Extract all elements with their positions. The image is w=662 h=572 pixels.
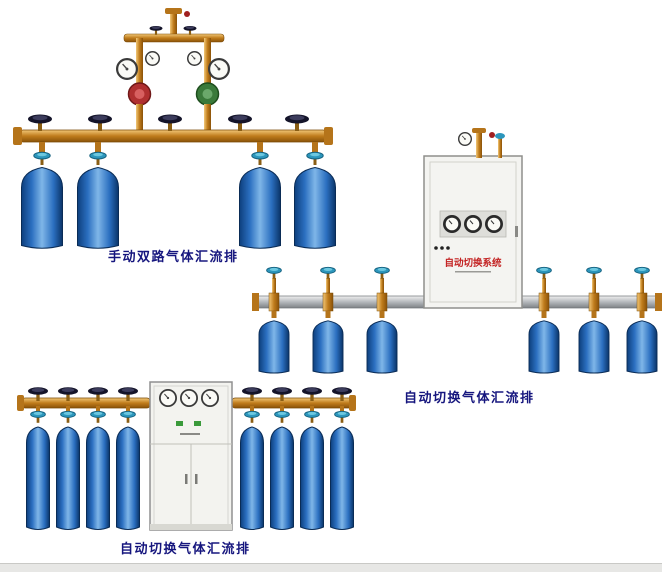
main-manifold-pipe	[13, 127, 333, 145]
cabinet-label: 自动切换系统	[444, 257, 502, 269]
left-regulator-assembly	[116, 38, 160, 132]
manual-dual-manifold-illustration	[13, 8, 337, 249]
panel-gauges	[159, 389, 219, 407]
valve-handwheel	[28, 114, 52, 131]
cylinder-valve	[244, 410, 260, 423]
gas-cylinder	[528, 320, 560, 374]
cabinet-door-handle	[515, 226, 518, 237]
gas-cylinder	[329, 426, 355, 531]
pressure-gauge	[187, 51, 202, 66]
product-caption-auto-switch-wall: 自动切换气体汇流排	[404, 391, 535, 406]
cylinder-valve	[495, 133, 505, 139]
cylinder-valve	[374, 266, 390, 279]
header-valve-wheel	[149, 25, 163, 35]
panel-label-line	[180, 433, 200, 435]
valve-handwheel	[88, 114, 112, 131]
header-pipe	[123, 33, 225, 43]
cylinder-valve	[120, 410, 136, 423]
cylinder-valve	[320, 266, 336, 279]
pressure-gauge	[208, 58, 230, 80]
gas-cylinder	[366, 320, 398, 374]
cabinet-door-handle	[195, 474, 198, 484]
cabinet-base	[150, 524, 232, 530]
header-valve-wheel	[183, 25, 197, 35]
cylinder-valve	[304, 410, 320, 423]
valve-handwheel	[228, 114, 252, 131]
control-cabinet: 自动切换系统	[423, 155, 523, 309]
cylinder-valve	[586, 266, 602, 279]
pressure-gauge	[145, 51, 160, 66]
auto-switch-manifold-floor-illustration	[17, 381, 356, 531]
gas-cylinder	[76, 166, 120, 249]
cylinder-valve	[60, 410, 76, 423]
gas-cylinder	[55, 426, 81, 531]
gas-cylinder	[269, 426, 295, 531]
gas-cylinder	[578, 320, 610, 374]
control-cabinet	[149, 381, 233, 531]
pigtail-valves	[266, 266, 650, 296]
gas-cylinder	[85, 426, 111, 531]
gas-cylinder	[258, 320, 290, 374]
product-caption-auto-switch-floor: 自动切换气体汇流排	[120, 542, 251, 557]
panel-gauges	[443, 215, 503, 233]
valve-knob	[489, 132, 495, 138]
auto-switch-manifold-wall-illustration: 自动切换系统	[252, 128, 662, 374]
cylinder-bank	[25, 406, 355, 531]
pressure-gauge	[116, 58, 138, 80]
cylinder-bank	[258, 266, 658, 374]
indicator-dots	[434, 246, 450, 250]
gas-cylinder	[626, 320, 658, 374]
right-regulator-assembly	[187, 38, 230, 132]
product-caption-manual-dual: 手动双路气体汇流排	[108, 250, 239, 265]
gas-cylinder	[25, 426, 51, 531]
cylinder-valve	[266, 266, 282, 279]
cabinet-sub-label-line	[455, 271, 491, 273]
green-indicator	[176, 421, 183, 426]
gas-cylinder	[299, 426, 325, 531]
pressure-gauge	[458, 132, 472, 146]
cylinder-valve	[536, 266, 552, 279]
cylinder-valve	[274, 410, 290, 423]
cylinder-valve	[634, 266, 650, 279]
inlet-valve-knob	[184, 11, 190, 17]
cabinet-door-handle	[185, 474, 188, 484]
inlet-pipe	[165, 8, 190, 38]
page-bottom-divider	[0, 563, 662, 572]
gas-cylinder	[312, 320, 344, 374]
cylinder-valve	[90, 410, 106, 423]
cylinder-valve	[334, 410, 350, 423]
valve-handwheel	[158, 114, 182, 131]
cylinder-bank	[20, 142, 337, 249]
cylinder-valve	[33, 151, 51, 165]
cabinet-top-fittings	[458, 128, 505, 158]
cylinder-valve	[89, 151, 107, 165]
cylinder-valve	[30, 410, 46, 423]
gas-cylinder	[20, 166, 64, 249]
manifold-pipe	[17, 395, 356, 411]
green-indicator	[194, 421, 201, 426]
gas-cylinder	[239, 426, 265, 531]
gas-cylinder	[115, 426, 141, 531]
